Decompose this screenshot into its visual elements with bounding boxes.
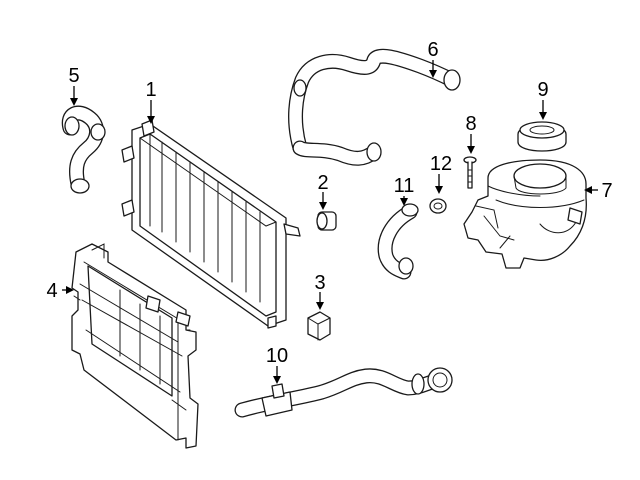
callout-6: 6 bbox=[427, 39, 438, 61]
part-9-reservoir-cap bbox=[517, 121, 567, 152]
callout-leaders bbox=[62, 60, 598, 384]
part-5-upper-hose bbox=[61, 105, 106, 194]
callout-labels: 1 2 3 4 5 6 7 8 9 10 11 12 bbox=[46, 39, 612, 367]
part-3-rubber-mount bbox=[307, 311, 331, 341]
callout-8: 8 bbox=[465, 113, 476, 135]
callout-10: 10 bbox=[266, 345, 288, 367]
callout-7: 7 bbox=[601, 180, 612, 202]
callout-2: 2 bbox=[317, 172, 328, 194]
part-12-hose-clamp bbox=[429, 198, 447, 214]
callout-1: 1 bbox=[145, 79, 156, 101]
callout-5: 5 bbox=[68, 65, 79, 87]
callout-12: 12 bbox=[430, 153, 452, 175]
callout-4: 4 bbox=[46, 280, 57, 302]
part-2-hose-connector bbox=[316, 211, 337, 231]
callout-11: 11 bbox=[394, 175, 415, 197]
part-6-coolant-hose bbox=[288, 48, 461, 166]
part-7-coolant-reservoir bbox=[463, 159, 587, 269]
part-4-radiator-support bbox=[71, 243, 199, 449]
callout-3: 3 bbox=[314, 272, 325, 294]
part-10-lower-hose bbox=[234, 367, 453, 418]
callout-9: 9 bbox=[537, 79, 548, 101]
part-8-bolt bbox=[463, 156, 477, 189]
part-11-hose bbox=[377, 203, 419, 280]
part-1-radiator bbox=[121, 119, 301, 329]
